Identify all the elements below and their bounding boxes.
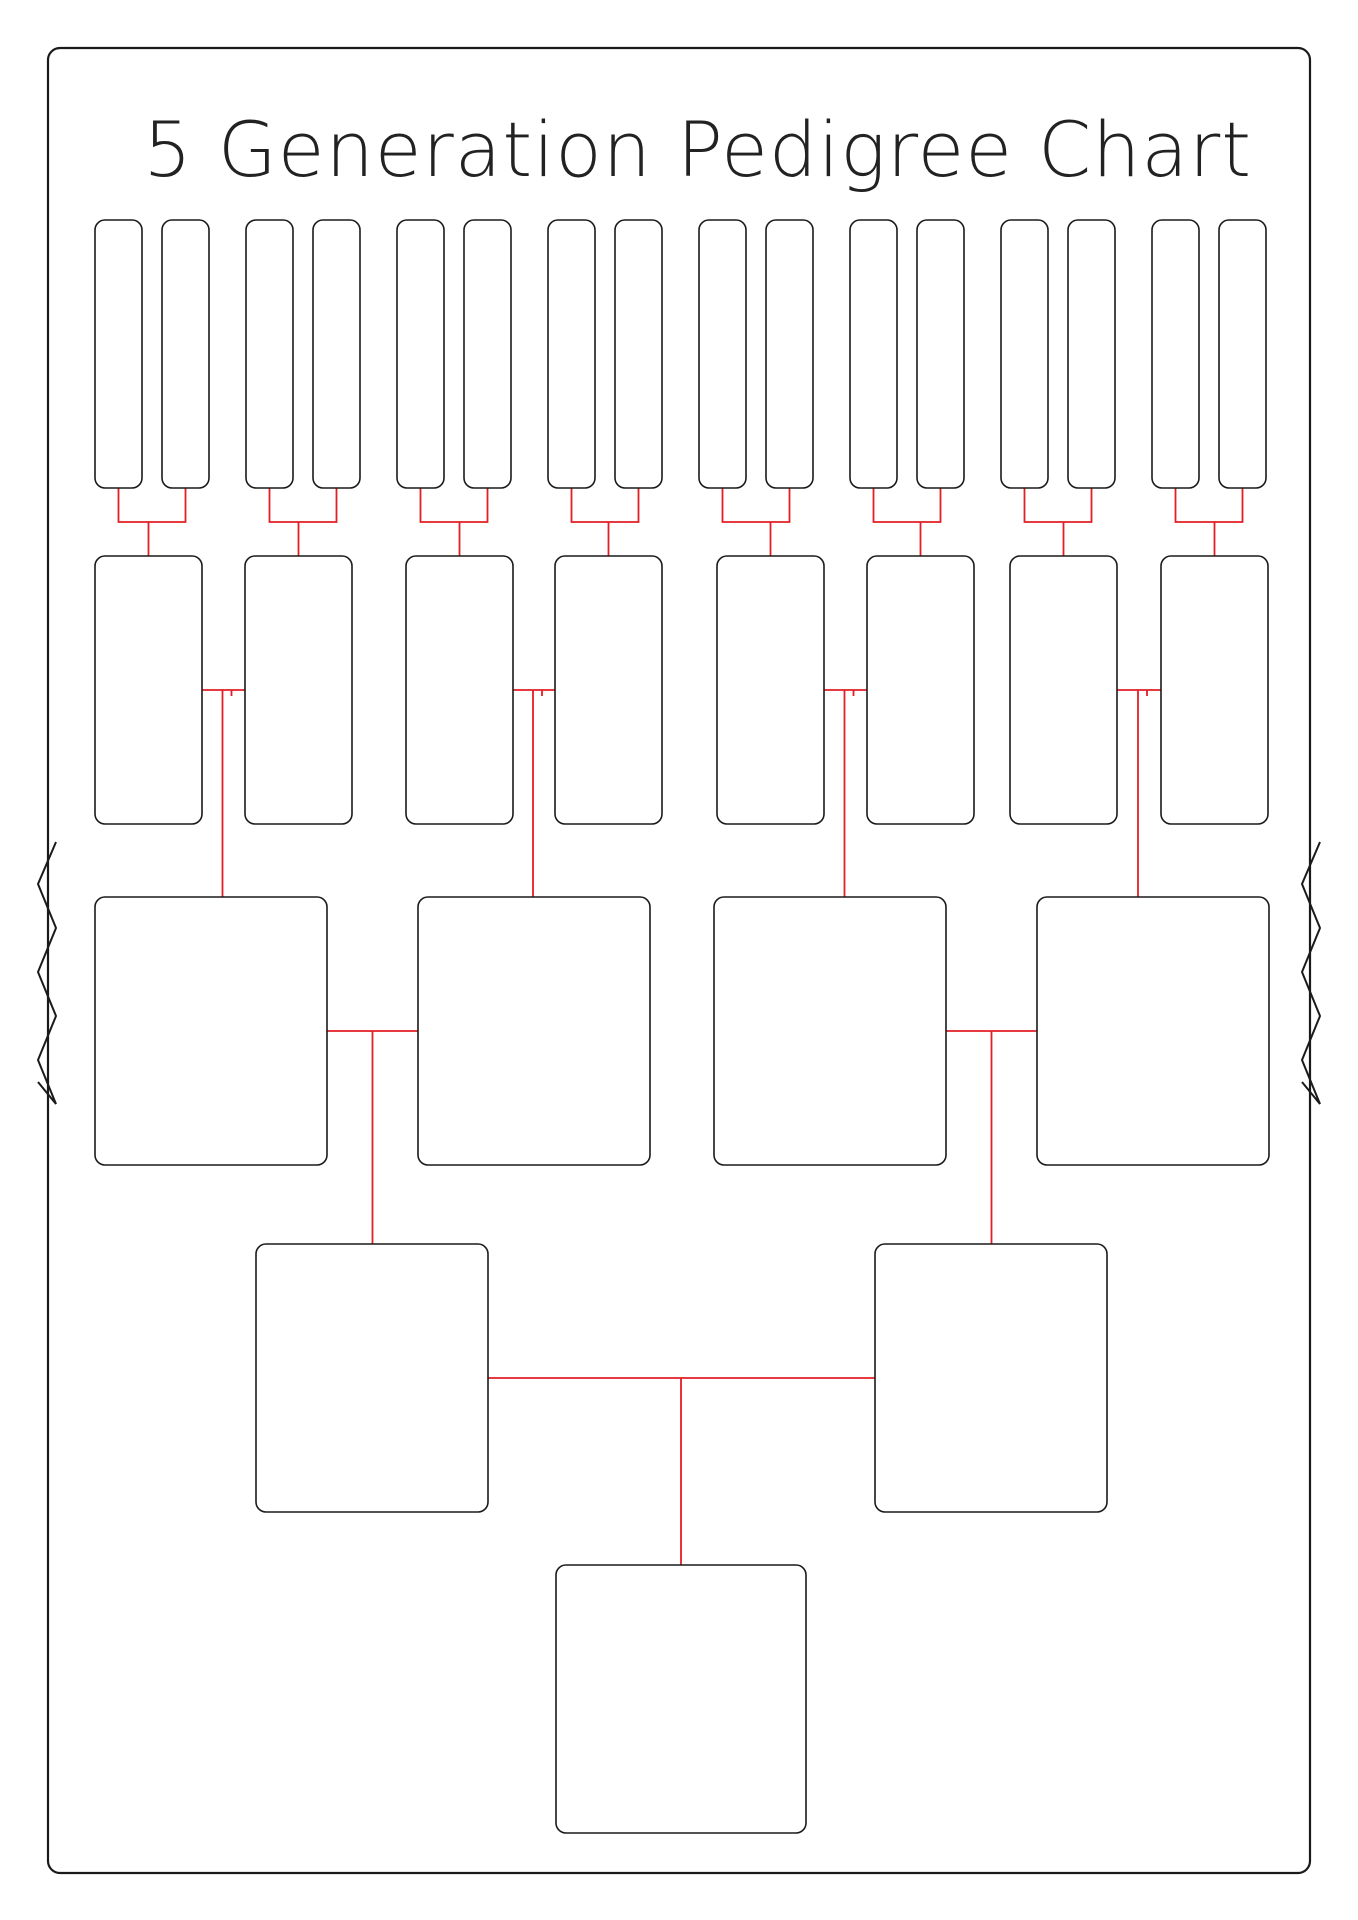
person-box-gen5-7[interactable]	[547, 219, 596, 489]
connector-gen5-pair-8	[1174, 488, 1244, 523]
person-box-gen2-2[interactable]	[874, 1243, 1108, 1513]
person-box-gen2-1[interactable]	[255, 1243, 489, 1513]
person-box-gen5-12[interactable]	[916, 219, 965, 489]
person-box-gen5-10[interactable]	[765, 219, 814, 489]
connector-gen5-pair-1	[117, 488, 187, 523]
person-box-gen3-2[interactable]	[417, 896, 651, 1166]
person-box-gen5-16[interactable]	[1218, 219, 1267, 489]
person-box-gen3-4[interactable]	[1036, 896, 1270, 1166]
connector-gen5-pair-7	[1023, 488, 1093, 523]
person-box-gen4-6[interactable]	[866, 555, 975, 825]
person-box-gen4-1[interactable]	[94, 555, 203, 825]
connector-gen5-pair-6	[872, 488, 942, 523]
person-box-gen4-5[interactable]	[716, 555, 825, 825]
person-box-gen4-8[interactable]	[1160, 555, 1269, 825]
page-title: 5 Generation Pedigree Chart	[143, 105, 1252, 194]
page-frame	[46, 46, 1312, 1875]
connector-gen5-pair-3	[419, 488, 489, 523]
person-box-gen5-13[interactable]	[1000, 219, 1049, 489]
person-boxes	[94, 219, 1270, 1834]
person-box-gen5-6[interactable]	[463, 219, 512, 489]
person-box-gen5-4[interactable]	[312, 219, 361, 489]
person-box-gen5-11[interactable]	[849, 219, 898, 489]
person-box-gen5-14[interactable]	[1067, 219, 1116, 489]
person-box-gen3-1[interactable]	[94, 896, 328, 1166]
person-box-gen4-7[interactable]	[1009, 555, 1118, 825]
person-box-gen1-root[interactable]	[555, 1564, 807, 1834]
person-box-gen5-9[interactable]	[698, 219, 747, 489]
person-box-gen5-8[interactable]	[614, 219, 663, 489]
connector-lines	[117, 488, 1244, 1565]
right-zigzag-mark	[1300, 841, 1322, 1105]
person-box-gen5-3[interactable]	[245, 219, 294, 489]
left-zigzag-mark	[36, 841, 58, 1105]
person-box-gen5-1[interactable]	[94, 219, 143, 489]
person-box-gen3-3[interactable]	[713, 896, 947, 1166]
person-box-gen4-4[interactable]	[554, 555, 663, 825]
connector-gen5-pair-4	[570, 488, 640, 523]
person-box-gen4-2[interactable]	[244, 555, 353, 825]
person-box-gen4-3[interactable]	[405, 555, 514, 825]
connector-gen5-pair-5	[721, 488, 791, 523]
person-box-gen5-2[interactable]	[161, 219, 210, 489]
person-box-gen5-5[interactable]	[396, 219, 445, 489]
person-box-gen5-15[interactable]	[1151, 219, 1200, 489]
connector-gen5-pair-2	[268, 488, 338, 523]
